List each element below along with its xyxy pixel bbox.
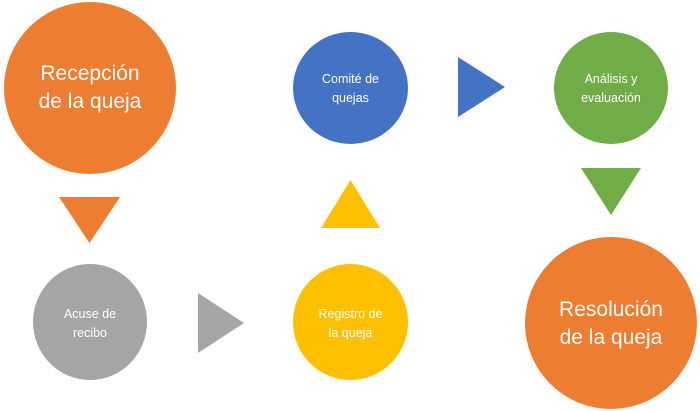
acknowledgement-circle: [33, 264, 147, 380]
arrow-up-icon: [321, 180, 380, 228]
reception-label-line2: de la queja: [39, 90, 142, 113]
step-registration: Registro de la queja: [293, 264, 408, 380]
analysis-circle: [554, 32, 668, 144]
analysis-label-line1: Análisis y: [585, 72, 639, 86]
reception-circle: [4, 2, 176, 174]
step-reception: Recepción de la queja: [4, 2, 176, 174]
analysis-label-line2: evaluación: [581, 91, 641, 105]
step-committee: Comité de quejas: [293, 32, 408, 144]
arrow-down-icon: [59, 197, 120, 243]
acknowledgement-label-line1: Acuse de: [64, 307, 116, 321]
acknowledgement-label-line2: recibo: [73, 326, 107, 340]
registration-circle: [293, 264, 408, 380]
arrow-right-icon: [198, 293, 244, 353]
resolution-label-line2: de la queja: [560, 326, 663, 349]
resolution-label-line1: Resolución: [559, 298, 663, 321]
resolution-circle: [525, 237, 697, 409]
committee-label-line2: quejas: [332, 91, 369, 105]
step-analysis: Análisis y evaluación: [554, 32, 668, 144]
step-acknowledgement: Acuse de recibo: [33, 264, 147, 380]
registration-label-line1: Registro de: [319, 307, 383, 321]
step-resolution: Resolución de la queja: [525, 237, 697, 409]
arrow-down-icon: [581, 168, 641, 215]
committee-circle: [293, 32, 408, 144]
arrow-right-icon: [458, 57, 505, 117]
committee-label-line1: Comité de: [322, 72, 379, 86]
reception-label-line1: Recepción: [40, 62, 139, 85]
registration-label-line2: la queja: [329, 326, 373, 340]
